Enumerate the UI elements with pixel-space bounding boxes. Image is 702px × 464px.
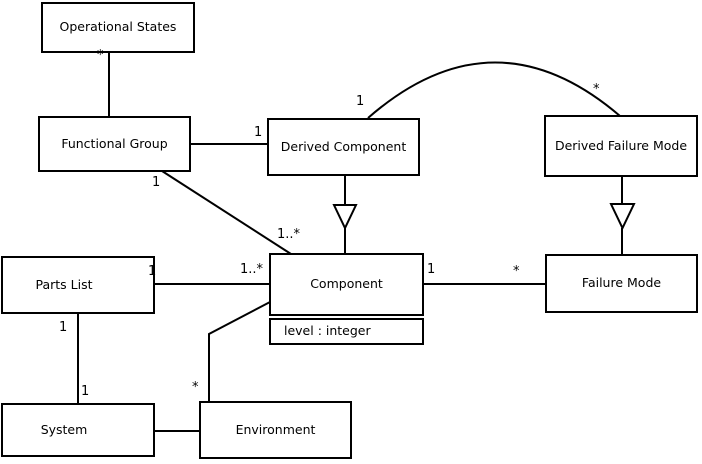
edge-functional-group-component: [161, 170, 292, 255]
multiplicity-component-end-diagonal: 1..*: [277, 227, 301, 242]
class-label: Component: [310, 276, 383, 292]
multiplicity-component-end-right: 1: [427, 262, 436, 277]
attribute-label: level : integer: [284, 323, 371, 339]
multiplicity-environment-top: *: [192, 380, 199, 395]
multiplicity-failure-mode-end: *: [513, 264, 520, 279]
edge-derived-component-derived-failure-mode-arc: [367, 61, 621, 119]
class-environment[interactable]: Environment: [199, 401, 352, 459]
class-derived-component[interactable]: Derived Component: [267, 118, 420, 176]
class-label: Failure Mode: [581, 275, 662, 291]
multiplicity-functional-group-end: 1: [152, 175, 161, 190]
class-component-attributes[interactable]: level : integer: [269, 318, 424, 345]
class-system[interactable]: System: [1, 403, 155, 457]
class-label: Derived Failure Mode: [554, 137, 688, 153]
multiplicity-parts-list-end: 1: [148, 264, 157, 279]
class-derived-failure-mode[interactable]: Derived Failure Mode: [544, 115, 698, 177]
multiplicity-parts-list-bottom: 1: [59, 320, 68, 335]
class-label: System: [40, 421, 88, 437]
class-failure-mode[interactable]: Failure Mode: [545, 254, 698, 313]
class-operational-states[interactable]: Operational States: [41, 2, 195, 53]
multiplicity-component-end-left: 1..*: [240, 262, 264, 277]
class-label: Functional Group: [61, 135, 168, 151]
multiplicity-arc-derived-component-end: 1: [356, 94, 365, 109]
multiplicity-operational-states: *: [97, 48, 104, 63]
multiplicity-derived-component-end: 1: [254, 125, 263, 140]
multiplicity-system-top: 1: [81, 384, 90, 399]
class-component[interactable]: Component: [269, 253, 424, 316]
class-parts-list[interactable]: Parts List: [1, 256, 155, 314]
generalization-derived-component-to-component: [332, 176, 358, 254]
hollow-triangle-icon: [332, 204, 358, 231]
class-label: Parts List: [35, 276, 93, 292]
generalization-derived-failure-mode-to-failure-mode: [609, 177, 636, 255]
multiplicity-arc-derived-failure-mode-end: *: [593, 82, 600, 97]
edge-component-environment: [208, 301, 271, 402]
hollow-triangle-icon: [609, 203, 636, 231]
class-label: Derived Component: [280, 138, 407, 154]
class-label: Operational States: [59, 19, 177, 35]
class-label: Environment: [235, 421, 316, 437]
class-functional-group[interactable]: Functional Group: [38, 116, 191, 172]
